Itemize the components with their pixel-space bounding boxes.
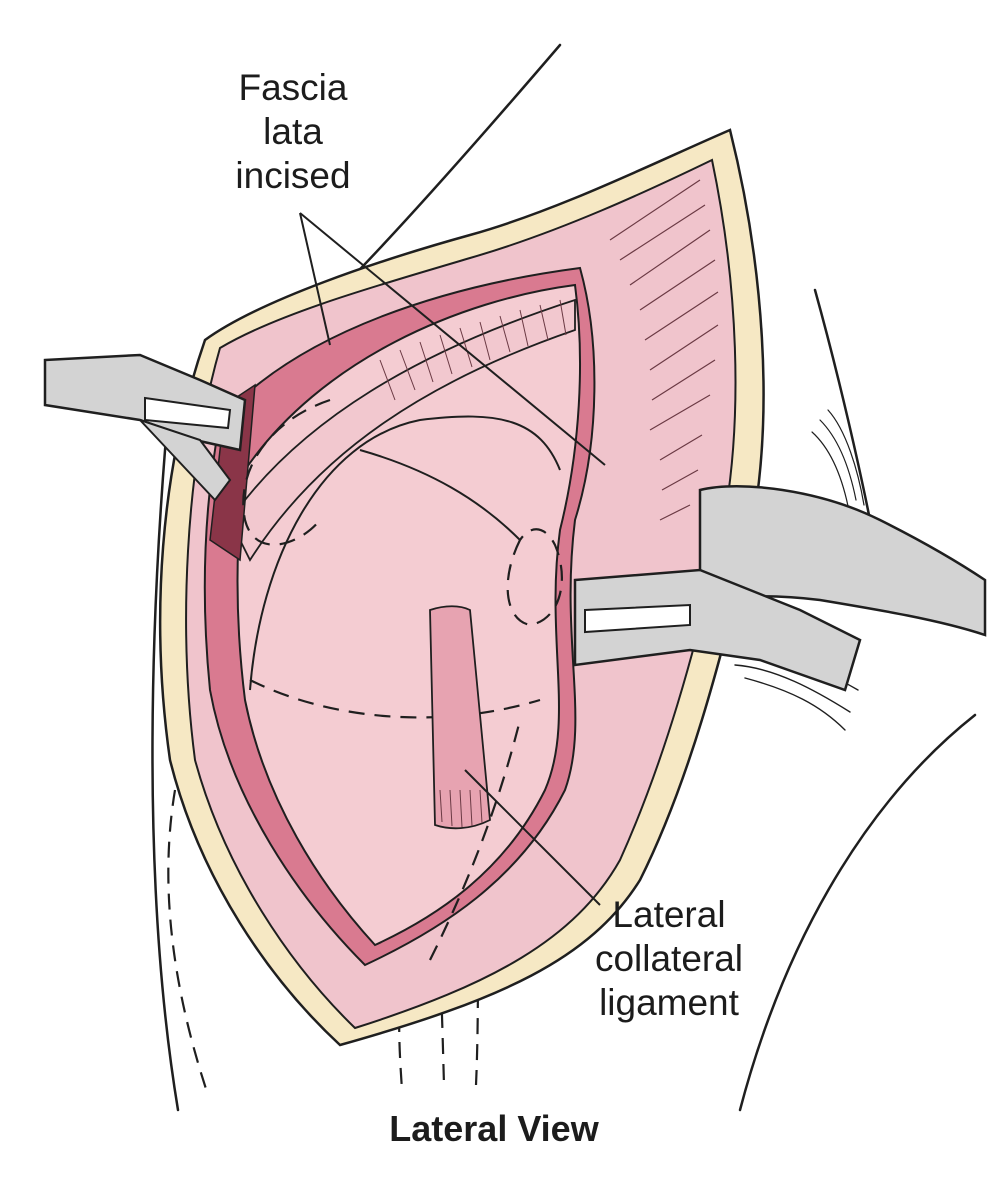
retractor-blade-left <box>139 419 232 502</box>
fascia-lata-label: Fascia lata incised <box>218 66 368 198</box>
knee-crease <box>813 288 872 522</box>
retractor-slot-lower <box>584 603 691 634</box>
retractor-left <box>43 353 247 502</box>
leader-fascia-left <box>299 212 331 346</box>
figure-caption: Lateral View <box>389 1108 599 1149</box>
retractor-icon <box>698 485 987 637</box>
joint-line-dashed <box>249 679 541 719</box>
ligament-striations <box>439 789 483 828</box>
lcl-label-line-1: Lateral <box>612 894 726 935</box>
leader-fascia-right <box>299 212 606 466</box>
retractor-slot-left <box>144 396 232 430</box>
thigh-hatch <box>811 409 865 507</box>
lcl-label-line-3: ligament <box>599 982 739 1023</box>
leader-lines <box>299 212 606 906</box>
iliotibial-band <box>228 298 576 562</box>
lateral-collateral-ligament <box>429 605 491 830</box>
fascia-hatching <box>609 179 719 521</box>
tibia-dashed-1 <box>438 959 446 1086</box>
leg-outline-right <box>738 713 977 1112</box>
leader-ligament <box>464 769 601 906</box>
fascia-label-line-3: incised <box>235 155 351 196</box>
retractor-lower <box>573 568 862 692</box>
lateral-collateral-ligament-label: Lateral collateral ligament <box>584 893 754 1025</box>
itb-striations <box>379 299 567 401</box>
fibular-head-dashed <box>506 528 563 627</box>
retractor-icon <box>573 568 862 692</box>
interior-contours <box>249 415 561 691</box>
lcl-label-line-2: collateral <box>594 938 744 979</box>
dashed-joint-outline <box>242 398 563 961</box>
fibula-dashed-left <box>167 789 210 1096</box>
condyle-dashed <box>242 398 331 546</box>
thigh-outline-lateral <box>151 368 180 1112</box>
fascia-label-line-1: Fascia <box>238 67 348 108</box>
retractor-right <box>698 485 987 637</box>
tibia-dashed-inner <box>429 719 522 961</box>
fascia-label-line-2: lata <box>263 111 323 152</box>
